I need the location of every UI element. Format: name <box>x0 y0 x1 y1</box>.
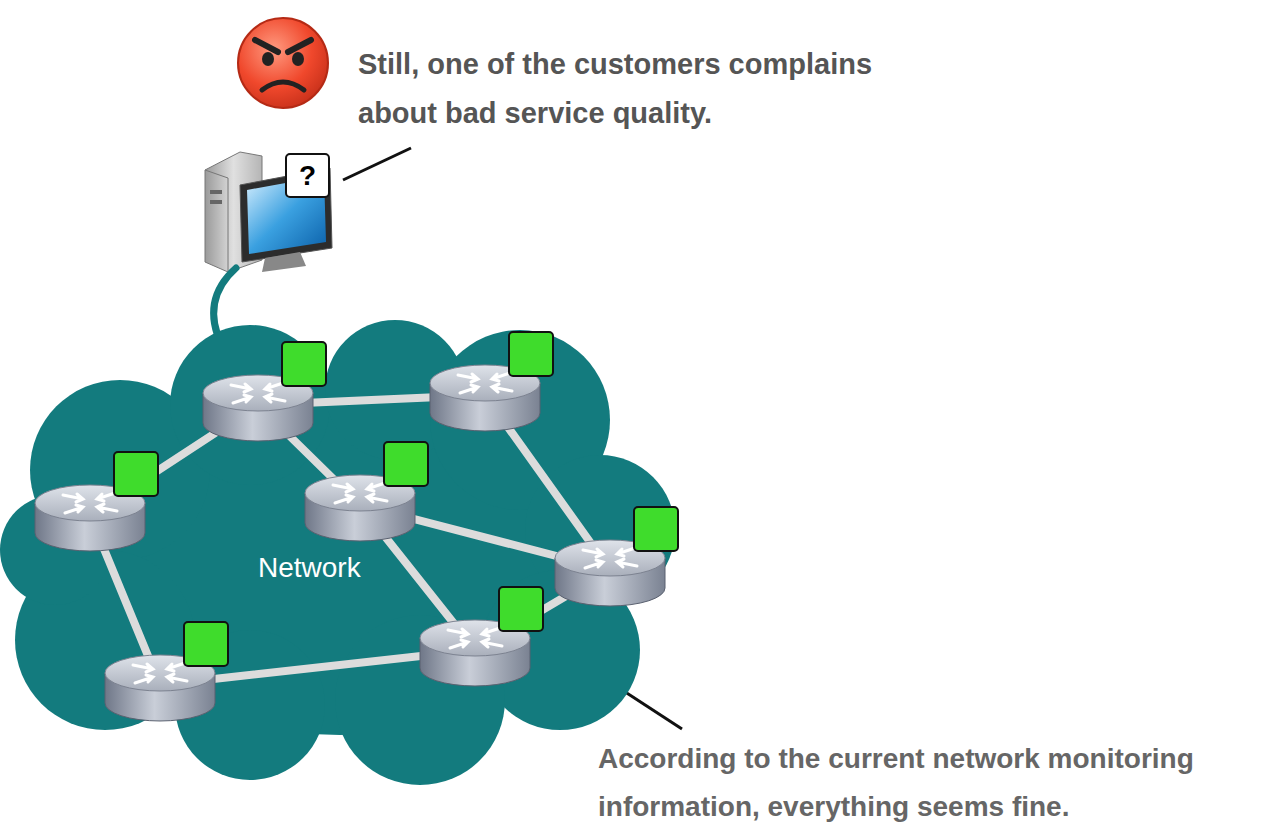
status-indicator <box>114 452 158 496</box>
network-links <box>90 395 610 685</box>
status-indicator <box>184 622 228 666</box>
status-indicator <box>634 507 678 551</box>
network-cloud: Network <box>0 210 700 810</box>
callout-text: Still, one of the customers complains ab… <box>358 40 958 139</box>
cloud-label: Network <box>258 552 361 584</box>
routers <box>35 332 678 721</box>
status-indicator <box>509 332 553 376</box>
leader-line <box>343 148 411 180</box>
status-indicator <box>282 342 326 386</box>
question-mark: ? <box>299 162 316 190</box>
status-indicator <box>384 442 428 486</box>
callout-text: According to the current network monitor… <box>598 735 1278 830</box>
angry-face-icon <box>238 18 328 108</box>
computer-icon <box>205 152 332 272</box>
status-indicator <box>499 587 543 631</box>
cloud-shape <box>0 320 675 785</box>
question-box: ? <box>285 153 330 198</box>
